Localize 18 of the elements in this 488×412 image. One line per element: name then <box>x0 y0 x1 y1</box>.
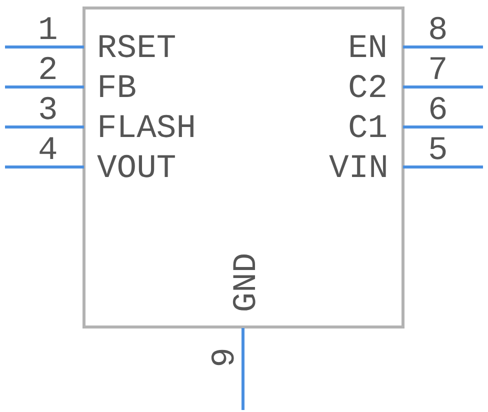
pin-number: 3 <box>38 94 58 126</box>
pin-name: EN <box>348 32 388 64</box>
pin-number: 8 <box>428 14 448 46</box>
pin-name: VIN <box>329 152 388 184</box>
pin-name: GND <box>230 252 263 312</box>
pin-number: 7 <box>428 54 448 86</box>
pin-number: 4 <box>38 134 58 166</box>
pin-name: FLASH <box>97 112 196 144</box>
pin-number: 5 <box>428 134 448 166</box>
pin-name: RSET <box>97 32 176 64</box>
pin-number: 2 <box>38 54 58 86</box>
pin-name: FB <box>97 72 137 104</box>
pin-number: 9 <box>208 347 242 367</box>
pin-name: C1 <box>348 112 388 144</box>
pin-number: 1 <box>38 14 58 46</box>
pin-name: C2 <box>348 72 388 104</box>
pin-name: VOUT <box>97 152 176 184</box>
pin-number: 6 <box>428 94 448 126</box>
